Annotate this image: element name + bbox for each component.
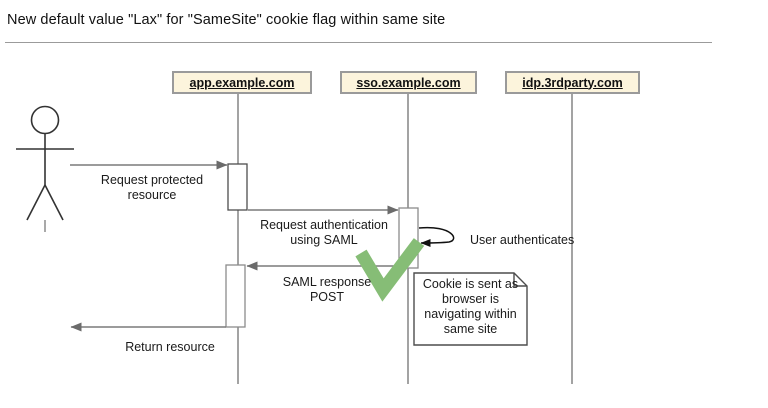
cookie-note-text: Cookie is sent as browser is navigating … bbox=[422, 277, 519, 336]
lifeline-header-idp[interactable]: idp.3rdparty.com bbox=[505, 71, 640, 94]
lifeline-label-app: app.example.com bbox=[189, 75, 295, 90]
message-label-request-protected-resource: Request protected resource bbox=[100, 173, 204, 202]
message-label-request-authentication: Request authentication using SAML bbox=[260, 218, 388, 247]
activation-app-1 bbox=[227, 163, 248, 211]
diagram-svg bbox=[16, 94, 573, 384]
lifeline-header-app[interactable]: app.example.com bbox=[172, 71, 312, 94]
user-actor bbox=[16, 105, 74, 221]
message-label-return-resource: Return resource bbox=[125, 340, 215, 354]
message-label-user-authenticates: User authenticates bbox=[470, 233, 575, 247]
page-title: New default value "Lax" for "SameSite" c… bbox=[7, 12, 446, 28]
success-check-icon bbox=[355, 238, 425, 302]
message-arrow-user-authenticates bbox=[418, 226, 455, 247]
sequence-diagram-canvas: app.example.com sso.example.com idp.3rdp… bbox=[0, 50, 768, 408]
lifeline-label-idp: idp.3rdparty.com bbox=[522, 75, 623, 90]
cookie-note bbox=[413, 272, 528, 346]
message-label-saml-response-post: SAML response POST bbox=[282, 275, 372, 304]
title-divider bbox=[5, 42, 712, 43]
activation-app-2 bbox=[225, 264, 246, 328]
lifeline-label-sso: sso.example.com bbox=[356, 75, 461, 90]
lifeline-header-sso[interactable]: sso.example.com bbox=[340, 71, 477, 94]
